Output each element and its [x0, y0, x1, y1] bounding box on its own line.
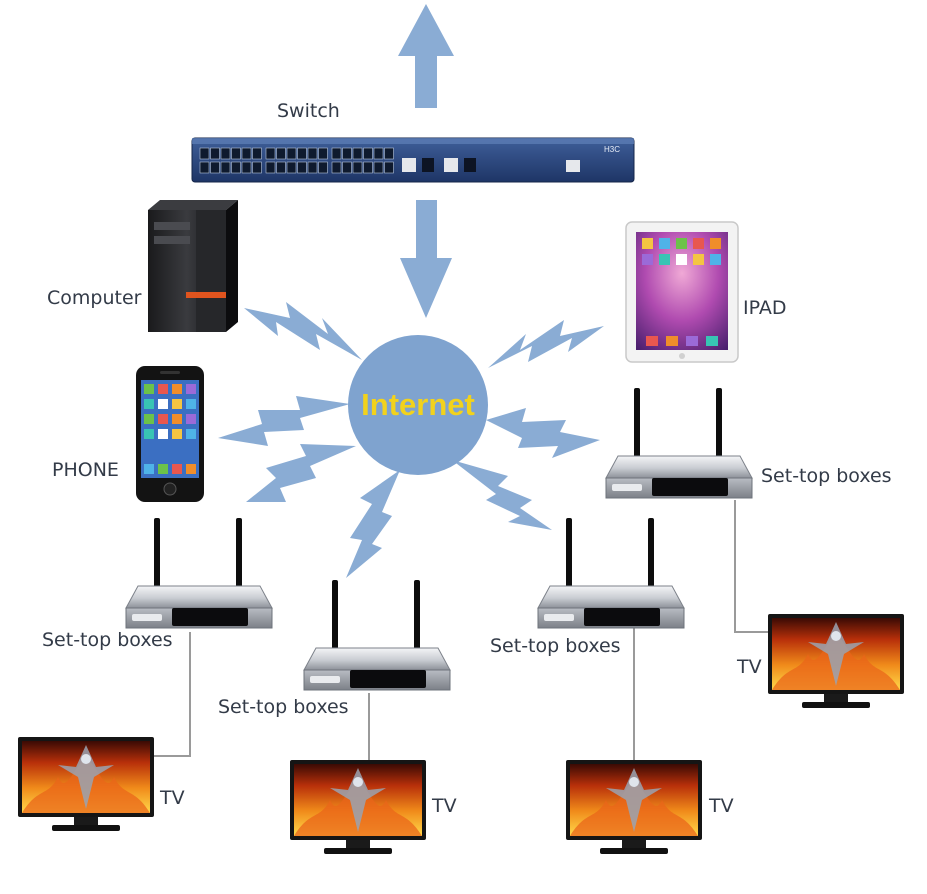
switch-brand: H3C: [604, 145, 620, 154]
stb-label-center-right: Set-top boxes: [490, 635, 621, 657]
set-top-box-icon: [125, 517, 273, 629]
switch-label: Switch: [277, 100, 340, 122]
cables: [150, 500, 770, 760]
network-switch-icon: H3C: [191, 137, 635, 183]
desktop-tower-icon: [148, 200, 238, 332]
tv-label-center-right: TV: [709, 795, 734, 817]
tv-icon: [18, 737, 154, 831]
tv-icon: [768, 614, 904, 708]
stb-label-right: Set-top boxes: [761, 465, 892, 487]
tablet-icon: [625, 221, 739, 363]
lightning-bolt-icon: [246, 444, 356, 502]
phone-label: PHONE: [52, 459, 119, 481]
tv-icon: [566, 760, 702, 854]
downlink-arrow-icon: [400, 200, 452, 318]
set-top-box-icon: [605, 387, 753, 499]
lightning-bolt-icon: [486, 408, 600, 458]
stb-label-center: Set-top boxes: [218, 696, 349, 718]
tv-label-right: TV: [737, 656, 762, 678]
internet-label: Internet: [361, 387, 475, 422]
smartphone-icon: [136, 366, 204, 502]
lightning-bolt-icon: [488, 320, 604, 368]
lightning-bolt-icon: [244, 302, 362, 360]
set-top-box-icon: [537, 517, 685, 629]
ipad-label: IPAD: [743, 297, 787, 319]
internet-hub: Internet: [348, 335, 488, 475]
stb-label-left: Set-top boxes: [42, 629, 173, 651]
wireless-links: [218, 302, 604, 578]
tv-label-center: TV: [432, 795, 457, 817]
lightning-bolt-icon: [452, 460, 552, 530]
lightning-bolt-icon: [218, 396, 350, 446]
tv-icon: [290, 760, 426, 854]
upload-arrow-icon: [398, 4, 454, 108]
lightning-bolt-icon: [346, 470, 400, 578]
tv-label-left: TV: [160, 787, 185, 809]
computer-label: Computer: [47, 287, 142, 309]
set-top-box-icon: [303, 579, 451, 691]
